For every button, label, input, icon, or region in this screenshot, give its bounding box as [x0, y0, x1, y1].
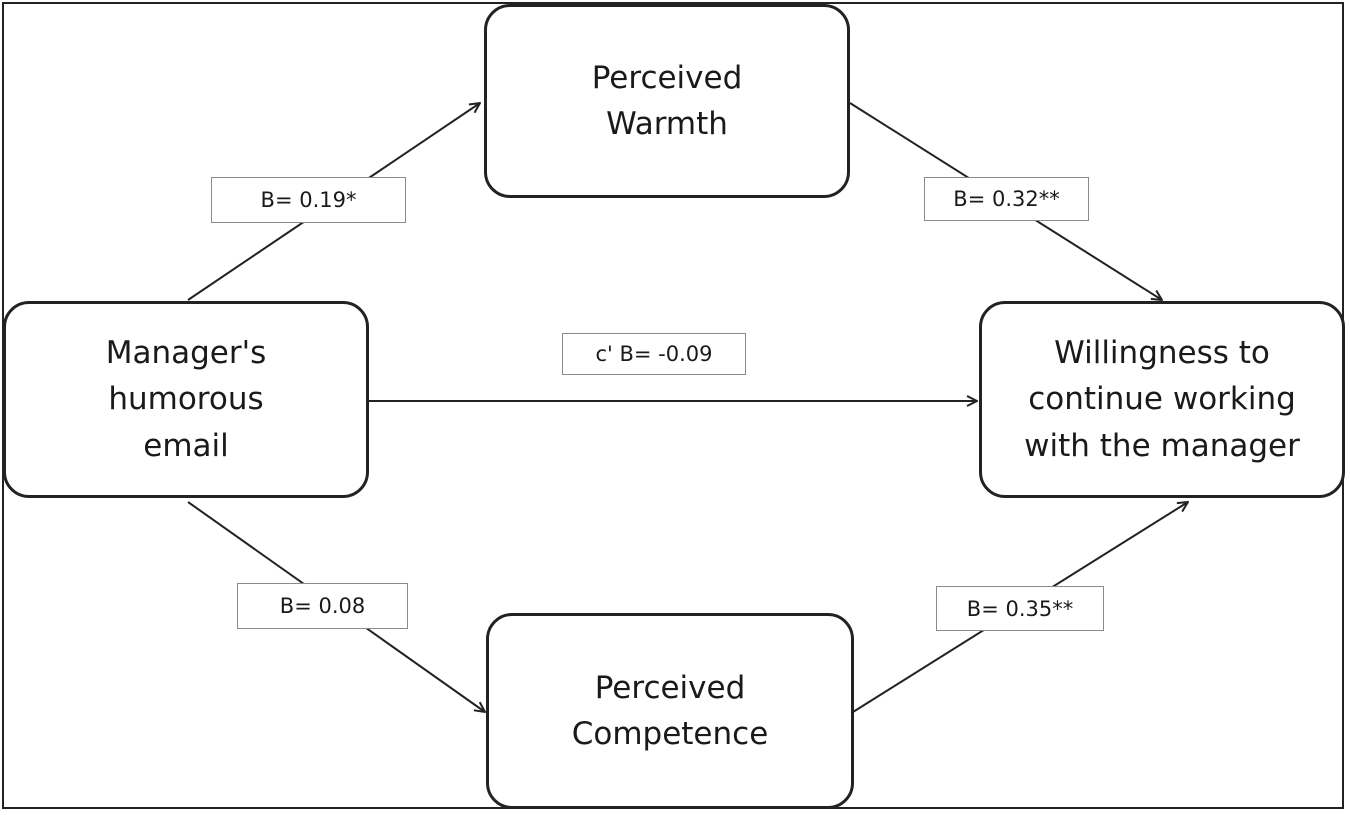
node-willingness-to-continue: Willingness to continue working with the… — [979, 301, 1345, 498]
node-perceived-warmth: Perceived Warmth — [484, 4, 850, 198]
label-warmth-to-willingness: B= 0.32** — [924, 177, 1089, 221]
label-humor-to-warmth: B= 0.19* — [211, 177, 406, 223]
label-humor-to-willingness: c' B= -0.09 — [562, 333, 746, 375]
node-perceived-competence-text: Perceived Competence — [571, 669, 769, 753]
label-competence-to-willingness: B= 0.35** — [936, 586, 1104, 631]
label-humor-to-competence: B= 0.08 — [237, 583, 408, 629]
node-willingness-to-continue-text: Willingness to continue working with the… — [1024, 334, 1300, 464]
node-perceived-warmth-text: Perceived Warmth — [591, 59, 743, 143]
node-perceived-competence: Perceived Competence — [486, 613, 854, 809]
node-managers-humorous-email-text: Manager's humorous email — [105, 334, 267, 464]
node-managers-humorous-email: Manager's humorous email — [3, 301, 369, 498]
